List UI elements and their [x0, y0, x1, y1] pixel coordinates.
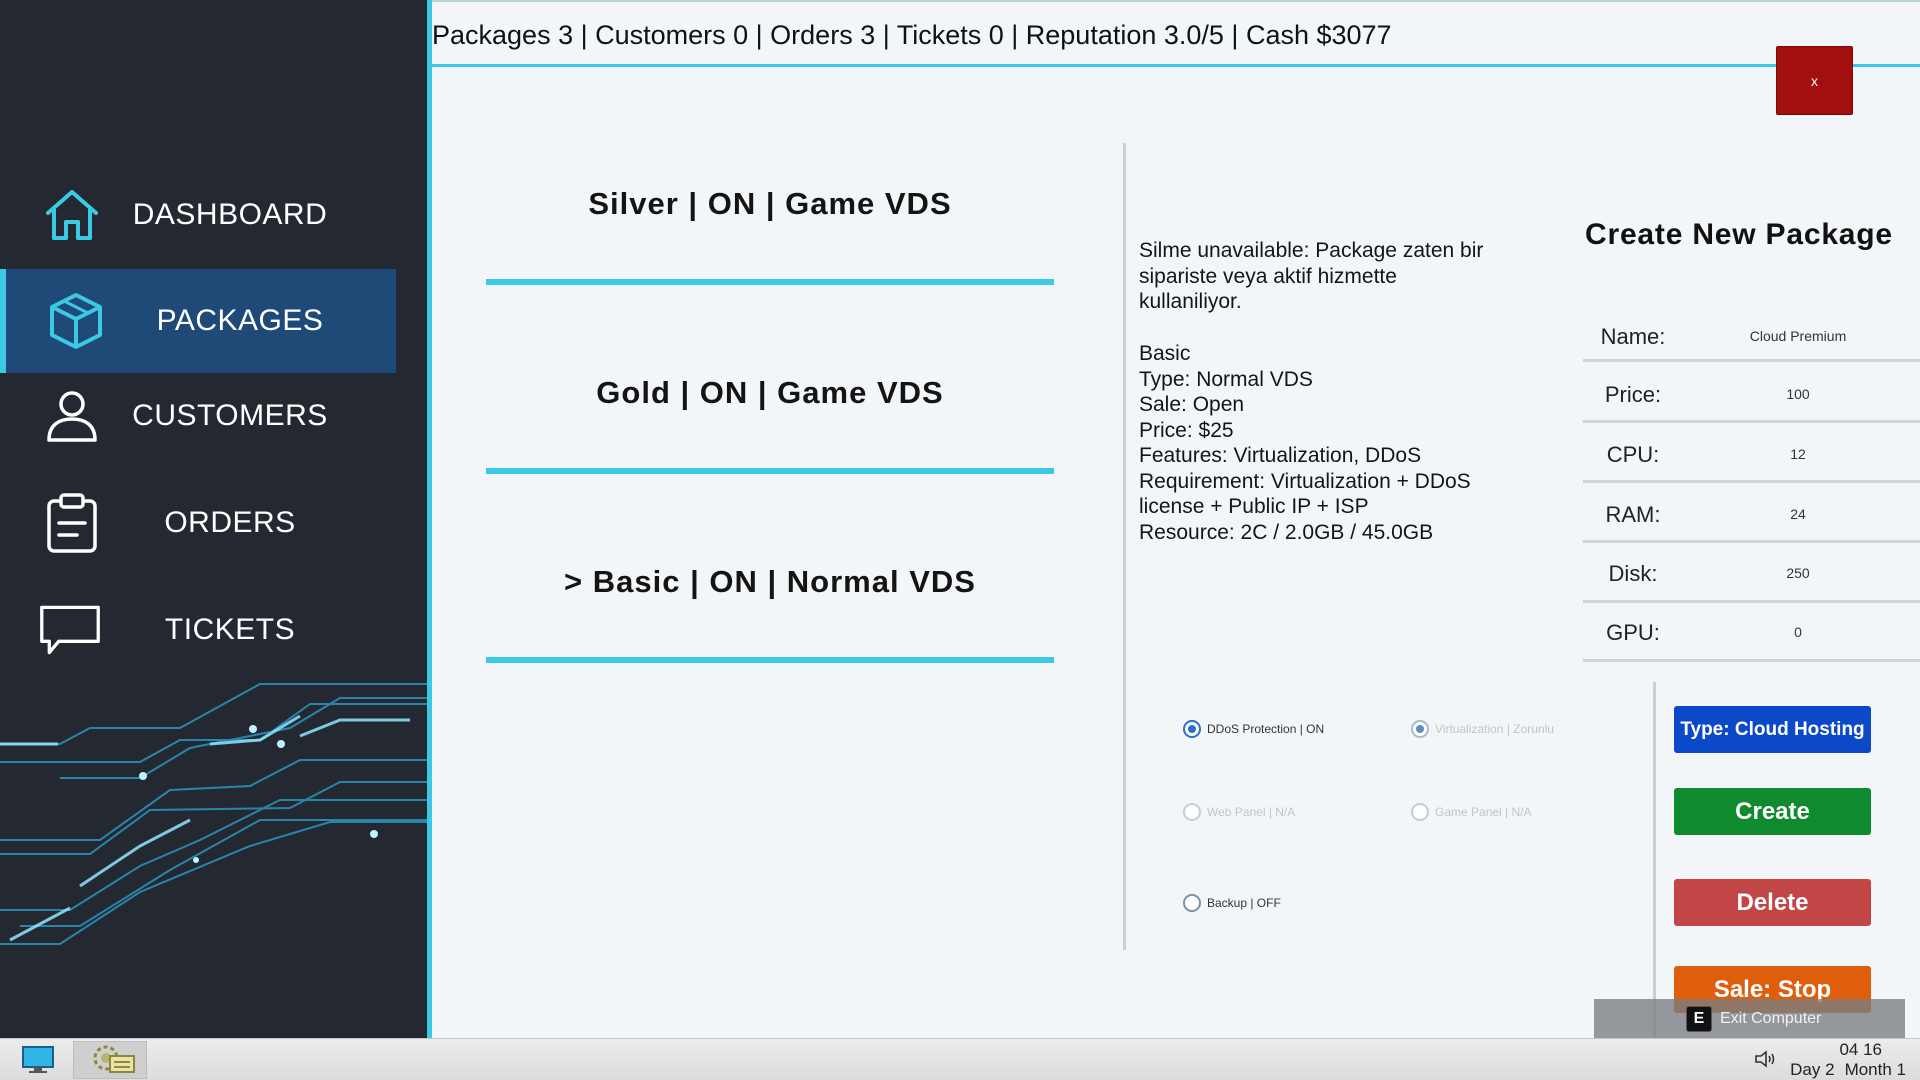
clipboard-icon	[40, 491, 104, 555]
gpu-field-row: GPU:	[1583, 602, 1920, 662]
package-item-basic[interactable]: > Basic | ON | Normal VDS	[564, 564, 976, 599]
virtualization-toggle[interactable]: Virtualization | Zorunlu	[1411, 720, 1554, 738]
field-label: Disk:	[1608, 561, 1658, 586]
option-label: Backup | OFF	[1207, 896, 1281, 910]
package-details: Basic Type: Normal VDS Sale: Open Price:…	[1139, 341, 1539, 545]
field-underline	[1583, 659, 1920, 662]
name-field-row: Name:	[1583, 302, 1920, 362]
ram-field-row: RAM:	[1583, 483, 1920, 543]
cpu-field-row: CPU:	[1583, 423, 1920, 483]
server-app-icon[interactable]	[73, 1041, 147, 1079]
sidebar-item-label: ORDERS	[164, 506, 296, 539]
radio-dot	[1183, 894, 1201, 912]
sidebar: DASHBOARD PACKAGES CUSTOMERS	[0, 0, 427, 1038]
option-label: Virtualization | Zorunlu	[1435, 722, 1554, 736]
option-label: DDoS Protection | ON	[1207, 722, 1325, 736]
clock-day: Day 2	[1790, 1060, 1835, 1079]
chat-icon	[38, 598, 102, 662]
field-label: Name:	[1600, 324, 1666, 349]
ram-field[interactable]	[1698, 504, 1898, 524]
option-label: Web Panel | N/A	[1207, 805, 1296, 819]
package-item-silver[interactable]: Silver | ON | Game VDS	[588, 186, 952, 221]
detail-features: Features: Virtualization, DDoS	[1139, 444, 1422, 467]
disk-field-row: Disk:	[1583, 543, 1920, 603]
price-field[interactable]	[1698, 384, 1898, 404]
cpu-field[interactable]	[1698, 444, 1898, 464]
detail-requirement: Requirement: Virtualization + DDoS	[1139, 469, 1471, 493]
ddos-protection-toggle[interactable]: DDoS Protection | ON	[1183, 720, 1324, 738]
clock: 04 16 Day 2 Month 1	[1756, 1040, 1906, 1080]
disk-field[interactable]	[1698, 563, 1898, 583]
form-title: Create New Package	[1585, 218, 1893, 251]
field-underline	[1583, 420, 1920, 423]
detail-sale: Sale: Open	[1139, 393, 1245, 416]
active-indicator	[0, 269, 6, 373]
box-icon	[44, 289, 108, 353]
sidebar-item-label: CUSTOMERS	[132, 399, 328, 432]
clock-time: 04 16	[1839, 1040, 1882, 1059]
game-panel-toggle[interactable]: Game Panel | N/A	[1411, 803, 1532, 821]
sidebar-item-label: DASHBOARD	[132, 198, 328, 231]
clock-month: Month 1	[1844, 1060, 1906, 1079]
radio-dot	[1411, 803, 1429, 821]
field-underline	[1583, 359, 1920, 362]
package-item-gold[interactable]: Gold | ON | Game VDS	[596, 375, 944, 410]
sidebar-item-orders[interactable]: ORDERS	[0, 471, 396, 575]
field-label: GPU:	[1606, 620, 1660, 645]
field-label: CPU:	[1606, 442, 1660, 467]
status-summary: Packages 3 | Customers 0 | Orders 3 | Ti…	[432, 20, 1392, 50]
circuit-decoration	[0, 683, 427, 945]
clock-date: Day 2 Month 1	[1756, 1060, 1906, 1080]
exit-hint-label: Exit Computer	[1720, 1010, 1822, 1027]
web-panel-toggle[interactable]: Web Panel | N/A	[1183, 803, 1295, 821]
notice-text: Silme unavailable: Package zaten bir sip…	[1139, 239, 1484, 313]
column-separator	[1123, 143, 1126, 950]
status-bar-underline	[432, 64, 1920, 67]
status-bar: Packages 3 | Customers 0 | Orders 3 | Ti…	[432, 0, 1920, 68]
package-notice: Silme unavailable: Package zaten bir sip…	[1139, 238, 1539, 315]
sidebar-item-customers[interactable]: CUSTOMERS	[0, 364, 396, 468]
field-label: RAM:	[1605, 502, 1661, 527]
sidebar-divider	[427, 0, 432, 1038]
create-button[interactable]: Create	[1674, 788, 1871, 835]
detail-resource: Resource: 2C / 2.0GB / 45.0GB	[1139, 520, 1434, 544]
sidebar-item-label: TICKETS	[164, 613, 296, 646]
name-field[interactable]	[1698, 326, 1898, 346]
price-field-row: Price:	[1583, 363, 1920, 423]
option-label: Game Panel | N/A	[1435, 805, 1532, 819]
field-underline	[1583, 600, 1920, 603]
home-icon	[40, 183, 104, 247]
field-underline	[1583, 540, 1920, 543]
sidebar-item-packages[interactable]: PACKAGES	[0, 269, 396, 373]
detail-requirement-cont: license + Public IP + ISP	[1139, 495, 1369, 518]
gpu-field[interactable]	[1698, 622, 1898, 642]
sidebar-item-label: PACKAGES	[156, 304, 324, 337]
taskbar: 04 16 Day 2 Month 1	[0, 1038, 1920, 1080]
package-divider	[486, 468, 1054, 474]
sidebar-item-dashboard[interactable]: DASHBOARD	[0, 163, 396, 267]
detail-type: Type: Normal VDS	[1139, 367, 1313, 391]
package-divider	[486, 279, 1054, 285]
type-select-button[interactable]: Type: Cloud Hosting	[1674, 706, 1871, 753]
package-divider	[486, 657, 1054, 663]
radio-dot	[1183, 803, 1201, 821]
field-underline	[1583, 480, 1920, 483]
delete-button[interactable]: Delete	[1674, 879, 1871, 926]
radio-dot	[1411, 720, 1429, 738]
radio-dot	[1183, 720, 1201, 738]
backup-toggle[interactable]: Backup | OFF	[1183, 894, 1281, 912]
exit-computer-hint: E Exit Computer	[1594, 999, 1905, 1039]
key-e-badge: E	[1686, 1006, 1712, 1032]
detail-price: Price: $25	[1139, 418, 1234, 442]
detail-name: Basic	[1139, 342, 1191, 365]
field-label: Price:	[1604, 382, 1662, 407]
monitor-icon[interactable]	[18, 1041, 58, 1079]
user-icon	[40, 384, 104, 448]
speaker-icon[interactable]	[1754, 1049, 1778, 1074]
close-button[interactable]: x	[1776, 46, 1853, 115]
sidebar-item-tickets[interactable]: TICKETS	[0, 578, 396, 682]
column-separator	[1653, 682, 1656, 1038]
